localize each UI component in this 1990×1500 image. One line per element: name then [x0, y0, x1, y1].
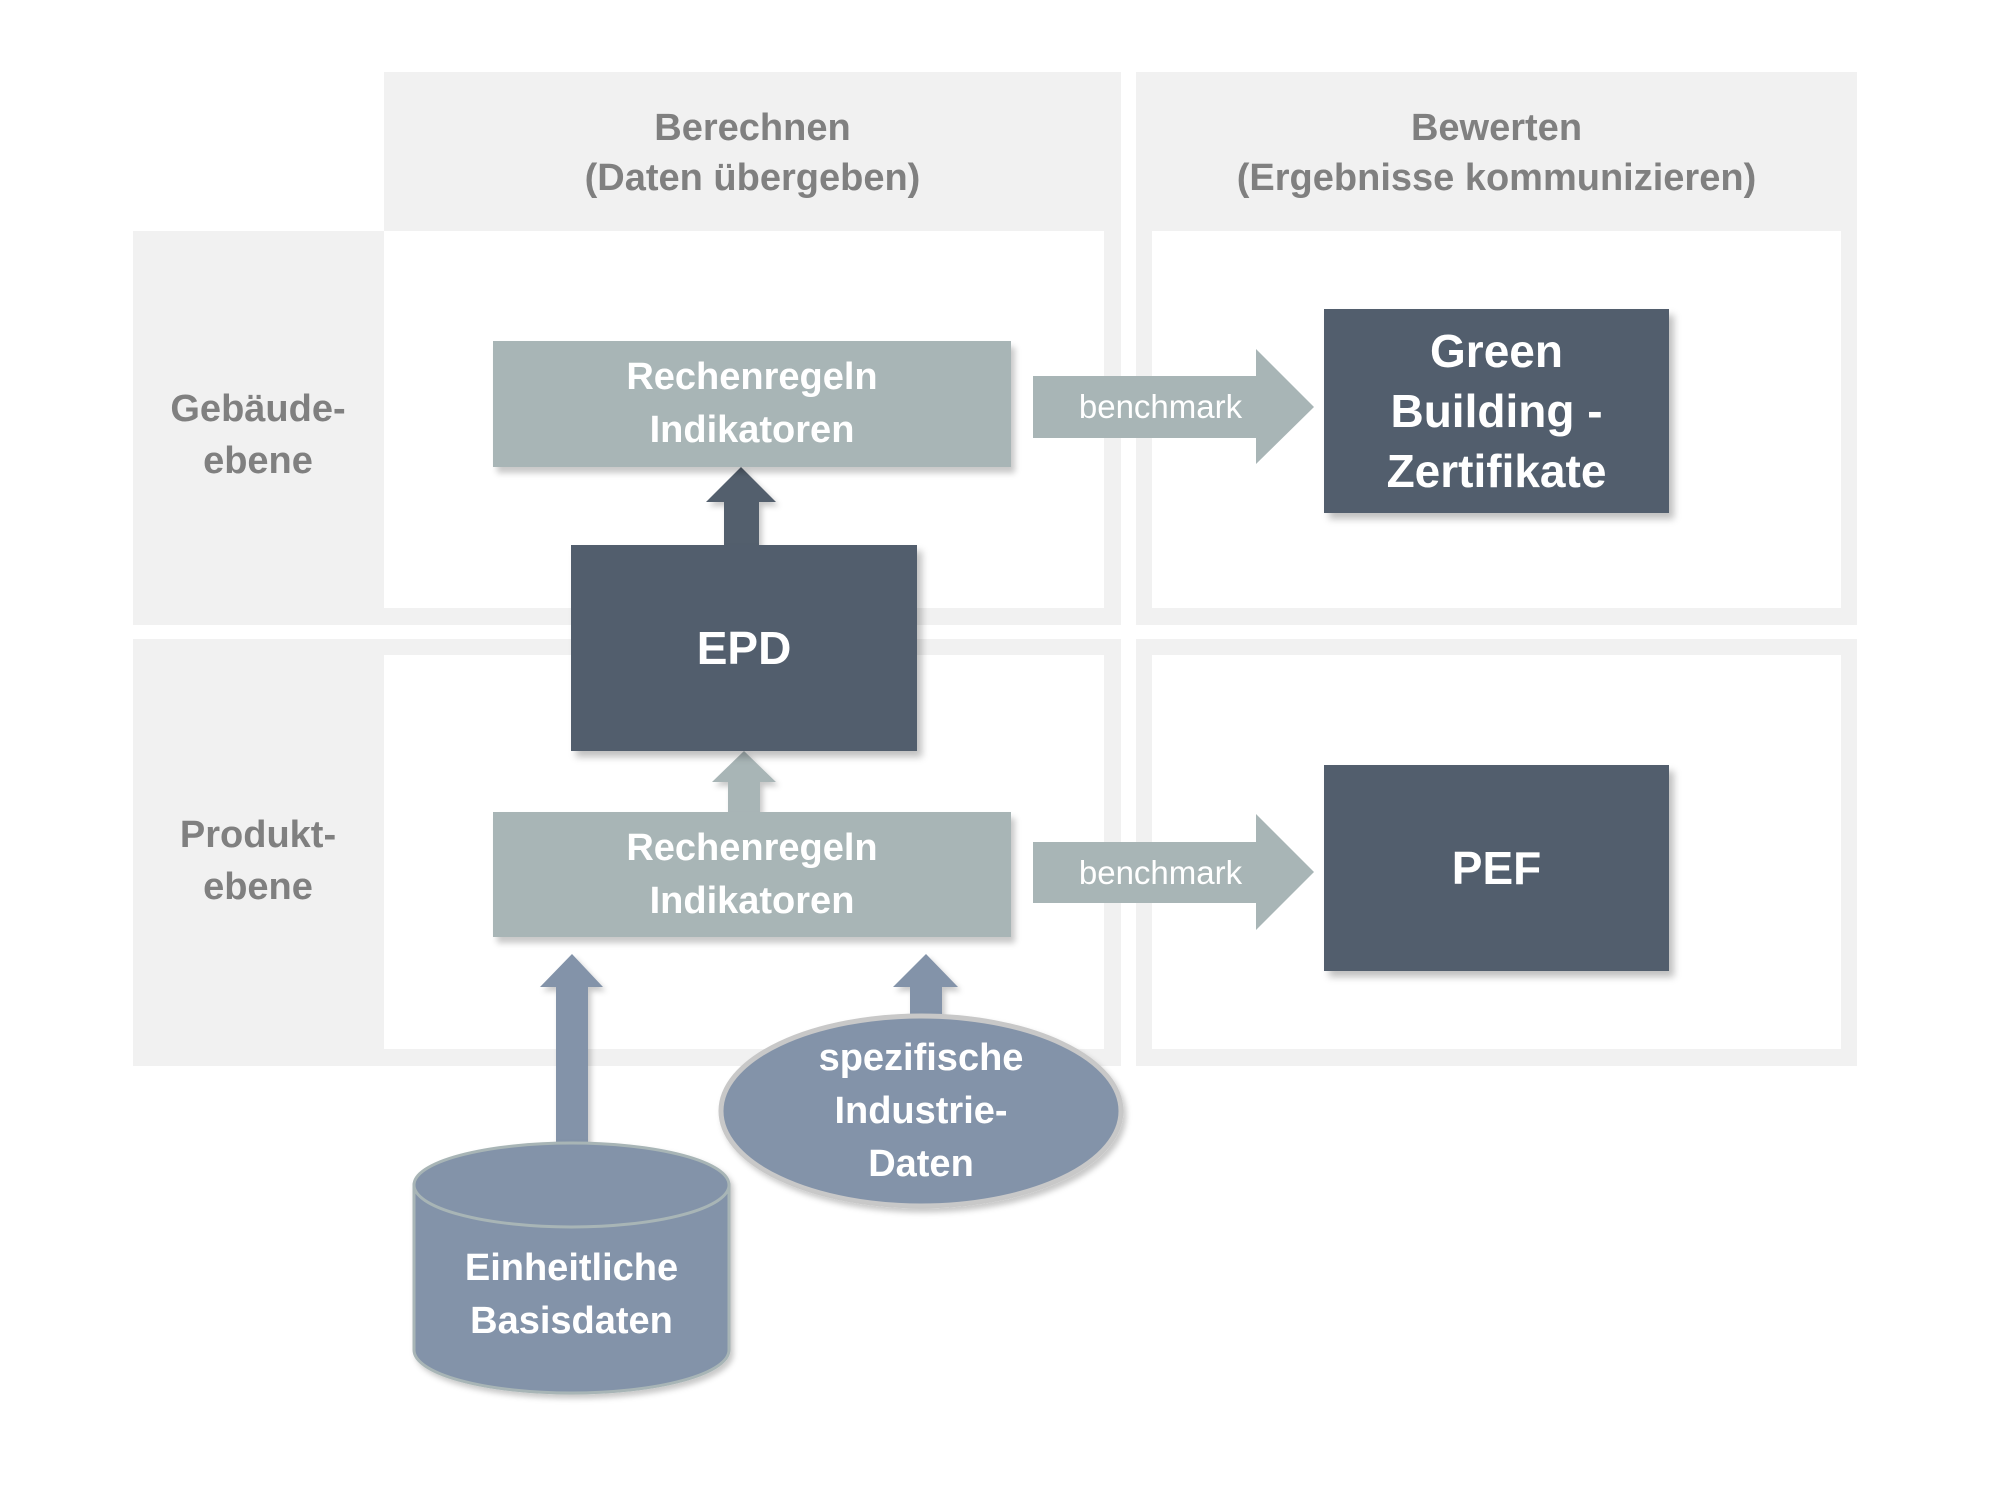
- column-gap: [1121, 72, 1136, 1066]
- benchmark-label-building: benchmark: [1078, 388, 1243, 425]
- column-title-calculate: Berechnen: [654, 106, 851, 149]
- industry-data-line3: Daten: [868, 1142, 974, 1185]
- epd-label: EPD: [696, 622, 792, 674]
- rules-product-line2: Indikatoren: [649, 879, 855, 922]
- row-label-building-line1: Gebäude-: [170, 388, 346, 430]
- row-label-building-line2: ebene: [203, 440, 313, 482]
- row-label-building: Gebäude- ebene: [133, 380, 383, 490]
- row-label-product-line2: ebene: [203, 866, 313, 908]
- row-label-product: Produkt- ebene: [133, 806, 383, 916]
- up-arrow-base-data: [540, 954, 603, 1145]
- up-arrow-dark: [706, 467, 776, 548]
- up-arrow-industry-data: [893, 954, 958, 1020]
- column-header-evaluate: Bewerten (Ergebnisse kommunizieren): [1136, 90, 1857, 215]
- base-data-line2: Basisdaten: [470, 1300, 673, 1342]
- rules-product-line1: Rechenregeln: [626, 826, 878, 869]
- benchmark-arrow-building: [1033, 349, 1314, 464]
- epd-box[interactable]: EPD: [571, 545, 917, 751]
- column-subtitle-evaluate: (Ergebnisse kommunizieren): [1236, 156, 1757, 199]
- rules-building-line1: Rechenregeln: [626, 356, 878, 398]
- industry-data-line1: spezifische: [818, 1036, 1024, 1079]
- rules-indicators-product-box[interactable]: Rechenregeln Indikatoren: [493, 812, 1011, 937]
- industry-data-ellipse: [718, 1013, 1124, 1209]
- up-arrow-light: [712, 751, 776, 814]
- column-subtitle-calculate: (Daten übergeben): [584, 156, 921, 199]
- pef-label: PEF: [1451, 842, 1542, 894]
- green-building-line3: Zertifikate: [1386, 445, 1607, 497]
- base-data-text[interactable]: Einheitliche Basisdaten: [414, 1240, 729, 1350]
- base-data-line1: Einheitliche: [464, 1247, 679, 1289]
- row-label-product-line1: Produkt-: [179, 814, 337, 856]
- row-gap: [133, 625, 1857, 639]
- pef-box[interactable]: PEF: [1324, 765, 1669, 971]
- rules-indicators-building-box[interactable]: Rechenregeln Indikatoren: [493, 341, 1011, 467]
- rules-building-line2: Indikatoren: [649, 409, 855, 451]
- benchmark-label-product: benchmark: [1078, 854, 1243, 891]
- industry-data-line2: Industrie-: [834, 1089, 1008, 1132]
- column-title-evaluate: Bewerten: [1410, 106, 1583, 149]
- green-building-line2: Building -: [1390, 385, 1603, 437]
- base-data-cylinder: [412, 1141, 731, 1395]
- column-header-calculate: Berechnen (Daten übergeben): [384, 90, 1121, 215]
- industry-data-text[interactable]: spezifische Industrie- Daten: [721, 1016, 1121, 1206]
- benchmark-arrow-product: [1033, 814, 1314, 930]
- green-building-certificates-box[interactable]: Green Building - Zertifikate: [1324, 309, 1669, 513]
- green-building-line1: Green: [1430, 325, 1563, 377]
